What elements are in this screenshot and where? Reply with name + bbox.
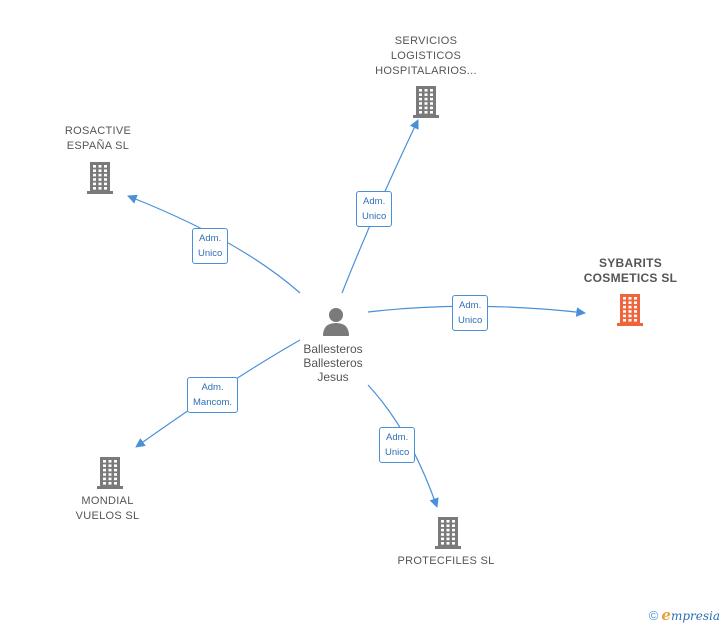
relation-label-sybarits[interactable]: Adm. Unico [452, 295, 489, 331]
company-label-servicios[interactable]: SERVICIOS LOGISTICOS HOSPITALARIOS... [356, 34, 496, 79]
company-label-line: ESPAÑA SL [66, 140, 130, 152]
relation-label-line: Adm. [386, 432, 409, 443]
copyright-icon: © [648, 607, 659, 623]
person-name[interactable]: Ballesteros Ballesteros Jesus [283, 342, 383, 384]
relation-label-line: Adm. [199, 233, 222, 244]
company-label-sybarits[interactable]: SYBARITS COSMETICS SL [563, 256, 698, 286]
relation-label-line: Adm. [201, 382, 224, 393]
relation-label-line: Adm. [459, 300, 482, 311]
company-label-mondial[interactable]: MONDIAL VUELOS SL [50, 494, 165, 524]
relation-label-line: Mancom. [193, 397, 233, 408]
relation-label-line: Unico [458, 315, 483, 326]
company-label-line: ROSACTIVE [64, 125, 132, 137]
person-icon[interactable] [321, 306, 351, 341]
brand-logo-text: mpresia [670, 609, 720, 623]
company-label-line: PROTECFILES SL [397, 555, 495, 567]
building-icon[interactable] [84, 160, 116, 199]
building-icon[interactable] [432, 515, 464, 554]
building-icon-highlight[interactable] [614, 292, 646, 331]
relation-label-line: Unico [362, 211, 387, 222]
relation-label-servicios[interactable]: Adm. Unico [356, 191, 393, 227]
person-name-line-1: Ballesteros [303, 342, 363, 356]
company-label-line: MONDIAL [81, 495, 134, 507]
company-label-line: COSMETICS SL [583, 271, 678, 285]
relation-label-line: Unico [385, 447, 410, 458]
relation-label-line: Adm. [363, 196, 386, 207]
relation-label-rosactive[interactable]: Adm. Unico [192, 228, 229, 264]
relation-label-protecfiles[interactable]: Adm. Unico [379, 427, 416, 463]
relation-label-line: Unico [198, 248, 223, 259]
building-icon[interactable] [94, 455, 126, 494]
company-label-rosactive[interactable]: ROSACTIVE ESPAÑA SL [38, 124, 158, 154]
company-label-line: VUELOS SL [75, 510, 140, 522]
brand-logo[interactable]: empresia [661, 606, 720, 624]
company-label-protecfiles[interactable]: PROTECFILES SL [386, 554, 506, 569]
relation-label-mondial[interactable]: Adm. Mancom. [187, 377, 239, 413]
company-label-line: SYBARITS [598, 256, 663, 270]
person-name-line-2: Ballesteros [303, 356, 363, 370]
building-icon[interactable] [410, 84, 442, 123]
company-label-line: SERVICIOS [394, 35, 458, 47]
person-name-line-3: Jesus [317, 370, 349, 384]
company-label-line: HOSPITALARIOS... [375, 65, 477, 77]
copyright-footer: © empresia [649, 606, 720, 624]
brand-logo-initial: e [661, 606, 671, 624]
company-label-line: LOGISTICOS [390, 50, 462, 62]
